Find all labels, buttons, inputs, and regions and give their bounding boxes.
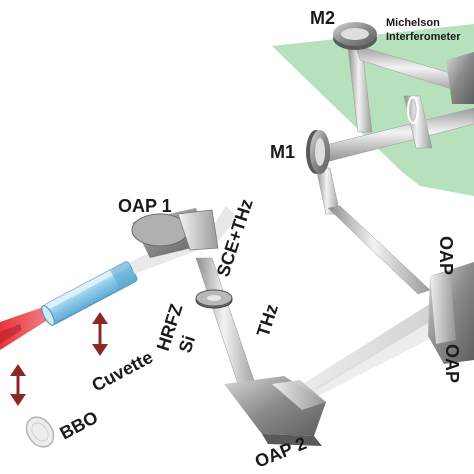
bbo-translation-arrow xyxy=(10,364,26,406)
oap1-mirror xyxy=(131,208,219,258)
interferometer-plane xyxy=(272,24,474,196)
cuvette xyxy=(41,261,138,326)
bbo-crystal xyxy=(25,416,55,448)
oap-right-top-mirror xyxy=(446,52,474,104)
label-oap-right-top: OAP xyxy=(436,236,456,275)
label-bbo: BBO xyxy=(56,407,101,443)
label-interferometer: Interferometer xyxy=(386,31,461,43)
mirror-m1 xyxy=(306,130,330,174)
cuvette-translation-arrow xyxy=(92,312,108,356)
mirror-m2 xyxy=(333,22,377,50)
label-oap1: OAP 1 xyxy=(118,196,172,216)
label-michelson: Michelson xyxy=(386,17,440,29)
oap-right-bottom-mirror xyxy=(428,262,474,364)
laser-beam xyxy=(0,304,54,350)
label-cuvette: Cuvette xyxy=(88,347,156,396)
oap2-mirror xyxy=(224,376,326,446)
hrfz-si-wafer xyxy=(195,289,233,309)
label-si: Si xyxy=(175,333,199,355)
main-beams xyxy=(195,167,444,404)
label-thz: THz xyxy=(253,302,282,340)
laser-beam-tail xyxy=(0,324,22,344)
label-m2: M2 xyxy=(310,8,335,28)
label-m1: M1 xyxy=(270,142,295,162)
label-oap-right-bottom: OAP xyxy=(442,344,462,383)
